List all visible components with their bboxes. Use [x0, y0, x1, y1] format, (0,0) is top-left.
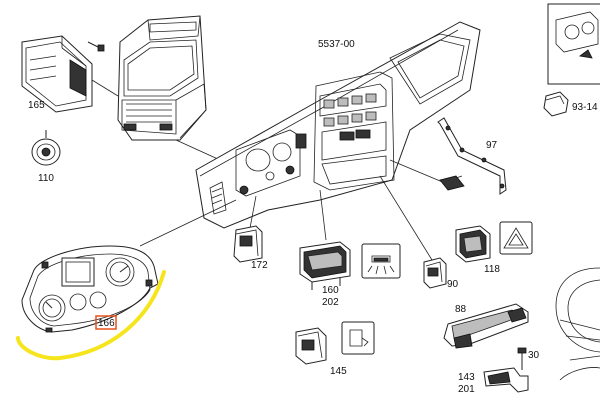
part-label-166-box[interactable]: 166: [95, 315, 117, 330]
mirror-switch-icon: [341, 321, 375, 355]
switch-145[interactable]: [295, 327, 327, 365]
interior-light-icon: [361, 243, 401, 279]
hazard-warning-icon: [499, 221, 533, 255]
inset-detail-box: [547, 3, 600, 85]
part-label-110: 110: [38, 173, 54, 184]
part-label-90: 90: [447, 279, 459, 290]
hook-143-201[interactable]: [483, 367, 529, 393]
part-label-165: 165: [28, 100, 45, 111]
part-label-88: 88: [455, 304, 467, 315]
part-label-202: 202: [322, 297, 339, 308]
part-label-143: 143: [458, 372, 475, 383]
bolt-30[interactable]: [517, 347, 527, 370]
part-label-201: 201: [458, 384, 475, 395]
ecu-module-165[interactable]: [21, 35, 93, 113]
connector-fuse[interactable]: [439, 175, 465, 191]
part-label-166: 166: [98, 318, 115, 329]
part-label-118: 118: [484, 264, 500, 275]
switch-160-202[interactable]: [299, 241, 351, 290]
part-label-160: 160: [322, 285, 339, 296]
part-label-93-14: 93-14: [572, 102, 598, 113]
switch-172[interactable]: [233, 225, 263, 263]
steering-wheel-partial: [555, 267, 600, 381]
instrument-cluster-166[interactable]: [21, 245, 159, 333]
screw-icon: [87, 41, 105, 52]
speaker-110[interactable]: [31, 130, 61, 166]
reference-label: 5537-00: [318, 39, 355, 50]
part-label-145: 145: [330, 366, 347, 377]
switch-90[interactable]: [423, 257, 447, 289]
handle-88[interactable]: [443, 303, 529, 349]
module-93-14[interactable]: [543, 91, 569, 117]
part-label-30: 30: [528, 350, 540, 361]
bracket-97[interactable]: [437, 117, 507, 195]
switch-118[interactable]: [455, 225, 491, 263]
truck-cab-illustration: [117, 15, 207, 141]
part-label-97: 97: [486, 140, 498, 151]
highlight-curve: [16, 270, 166, 361]
dashboard-assembly: [195, 21, 481, 229]
part-label-172: 172: [251, 260, 268, 271]
